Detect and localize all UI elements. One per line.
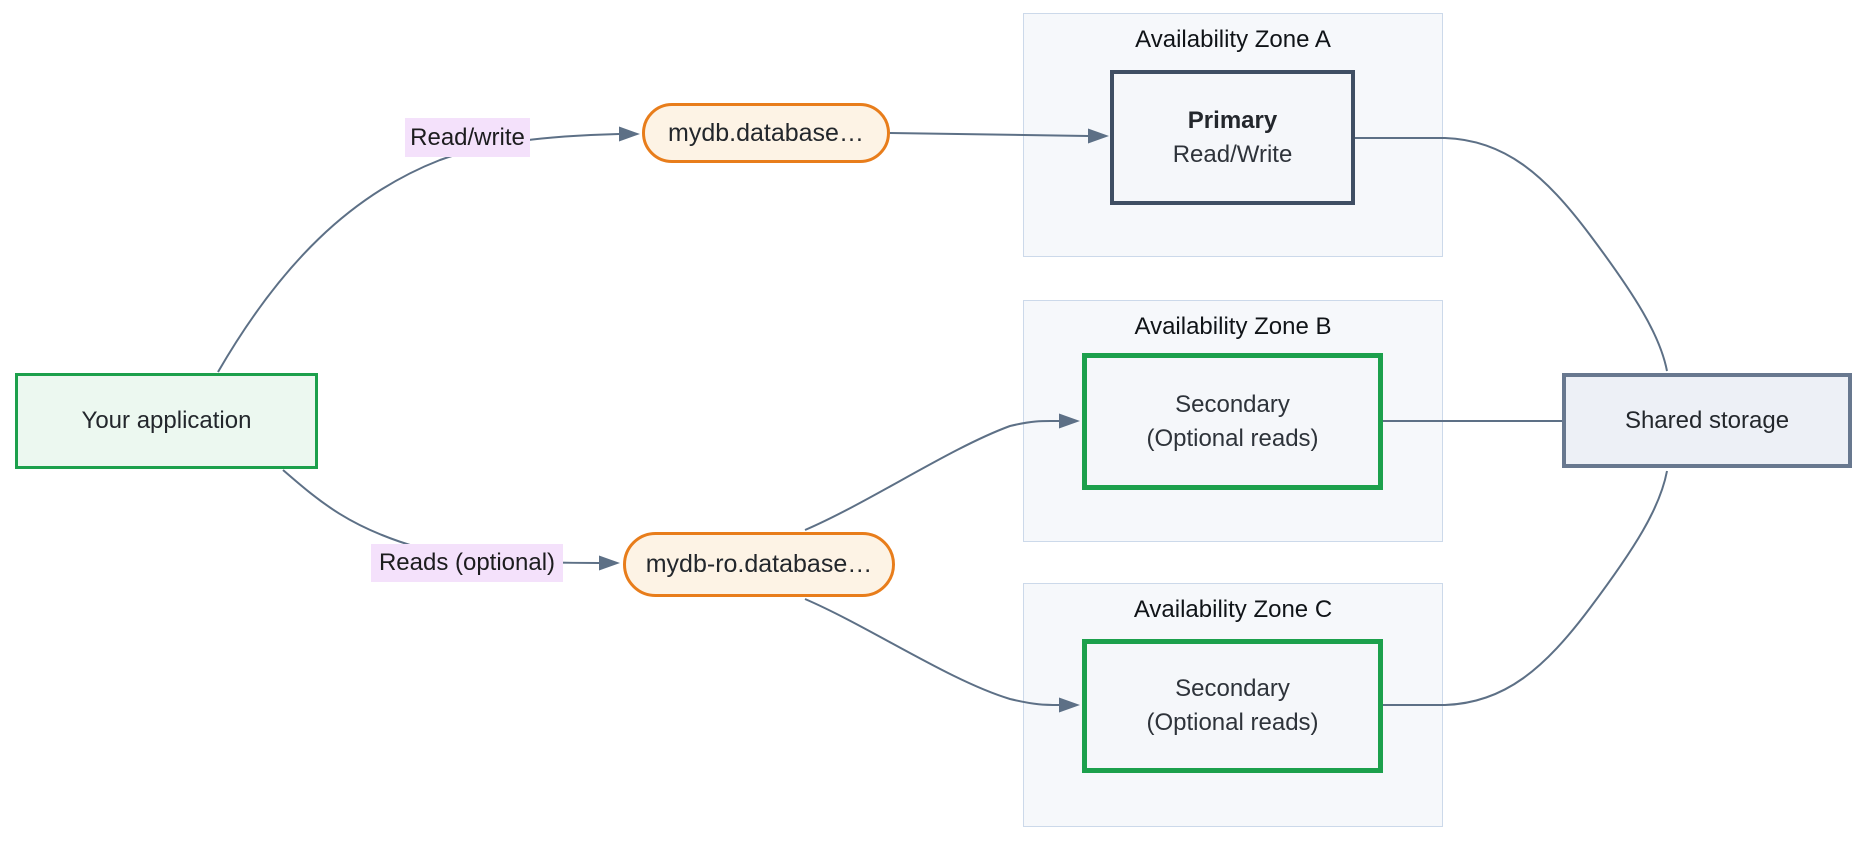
- reads-optional-edge-label-text: Reads (optional): [378, 549, 556, 576]
- secondary-instance-c-node: Secondary (Optional reads): [1082, 639, 1383, 773]
- reads-optional-edge-label: Reads (optional): [371, 544, 563, 582]
- secondary-instance-b-subtitle: (Optional reads): [1146, 424, 1319, 452]
- availability-zone-a-title: Availability Zone A: [1135, 26, 1331, 53]
- arrowhead-reader: [599, 555, 620, 571]
- secondary-instance-c-subtitle: (Optional reads): [1146, 709, 1319, 736]
- secondary-instance-c-title: Secondary: [1175, 675, 1290, 702]
- your-application-node: Your application: [15, 373, 318, 469]
- availability-zone-b-title: Availability Zone B: [1134, 313, 1332, 340]
- edge-app-to-writer: [217, 133, 620, 373]
- secondary-instance-b-node: Secondary (Optional reads): [1082, 353, 1383, 490]
- writer-endpoint-pill: mydb.database…: [642, 103, 890, 163]
- primary-instance-subtitle: Read/Write: [1172, 140, 1293, 168]
- writer-endpoint-label: mydb.database…: [668, 118, 864, 147]
- primary-instance-title: Primary: [1187, 106, 1278, 134]
- reader-endpoint-pill: mydb-ro.database…: [623, 532, 895, 597]
- read-write-edge-label: Read/write: [405, 118, 530, 157]
- reader-endpoint-label: mydb-ro.database…: [645, 550, 873, 578]
- your-application-label: Your application: [81, 407, 252, 434]
- primary-instance-node: Primary Read/Write: [1110, 70, 1355, 205]
- shared-storage-label: Shared storage: [1624, 406, 1790, 434]
- read-write-edge-label-text: Read/write: [410, 123, 525, 151]
- availability-zone-c-title: Availability Zone C: [1133, 596, 1333, 623]
- arrowhead-writer: [619, 126, 640, 142]
- edge-reader-to-secondary-c: [804, 598, 1060, 706]
- shared-storage-node: Shared storage: [1562, 373, 1852, 468]
- edge-reader-to-secondary-b: [804, 419, 1060, 531]
- secondary-instance-b-title: Secondary: [1175, 390, 1290, 418]
